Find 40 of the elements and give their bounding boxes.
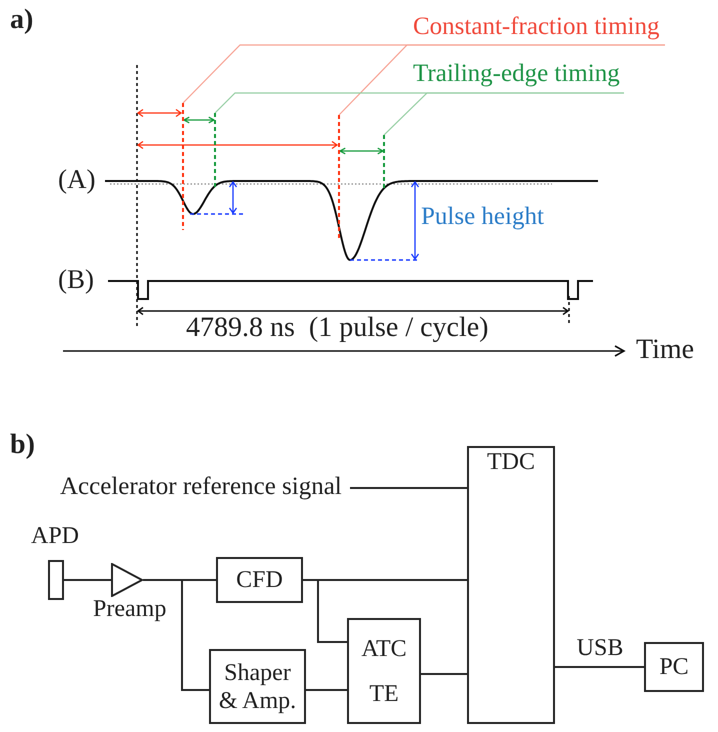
panel-label: a) bbox=[10, 4, 34, 36]
process-box bbox=[644, 642, 704, 692]
signal-line bbox=[306, 689, 347, 691]
signal-line bbox=[421, 673, 467, 675]
detector-box bbox=[48, 560, 64, 600]
amplifier-triangle bbox=[111, 563, 143, 597]
component-label: APD bbox=[31, 522, 80, 550]
signal-label: Accelerator reference signal bbox=[60, 472, 350, 502]
leader-line bbox=[384, 92, 624, 136]
axis-label: Time bbox=[636, 334, 694, 366]
process-box bbox=[347, 618, 421, 724]
timing-marker-line bbox=[214, 113, 216, 190]
box-label: ATC bbox=[361, 634, 407, 662]
component-label: Preamp bbox=[93, 595, 166, 623]
signal-label: (B) bbox=[58, 264, 94, 295]
process-box bbox=[467, 446, 555, 724]
timing-marker-line bbox=[338, 115, 340, 238]
box-label: CFD bbox=[236, 566, 283, 594]
signal-line bbox=[555, 666, 644, 668]
dimension-label: 4789.8 ns (1 pulse / cycle) bbox=[186, 312, 488, 344]
callout-text: Trailing-edge timing bbox=[413, 60, 624, 93]
leader-line bbox=[338, 44, 665, 116]
box-label: TE bbox=[369, 680, 399, 708]
box-label: Shaper & Amp. bbox=[218, 658, 298, 714]
signal-line bbox=[64, 579, 111, 581]
timing-marker-line bbox=[383, 135, 385, 190]
signal-line bbox=[303, 579, 347, 643]
signal-line bbox=[350, 487, 467, 489]
signal-label: (A) bbox=[58, 164, 96, 195]
timing-marker-line bbox=[182, 103, 184, 230]
dimension-label: Pulse height bbox=[421, 202, 544, 231]
box-label: PC bbox=[659, 653, 689, 681]
panel-label: b) bbox=[10, 429, 35, 461]
process-box bbox=[216, 557, 303, 603]
process-box bbox=[209, 649, 306, 724]
interval-arrow bbox=[183, 116, 215, 124]
callout-text: Constant-fraction timing bbox=[413, 13, 665, 45]
box-label: TDC bbox=[487, 448, 535, 476]
interval-arrow bbox=[339, 148, 384, 154]
signal-line bbox=[143, 579, 209, 691]
